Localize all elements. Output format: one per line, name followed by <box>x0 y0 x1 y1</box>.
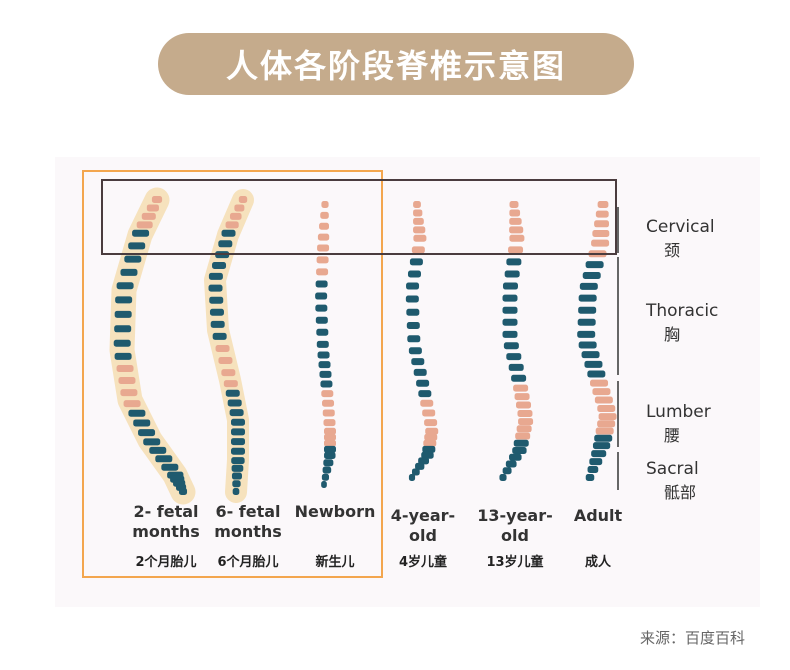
stage-zh-adult: 成人 <box>553 551 643 570</box>
region-thoracic-en: Thoracic <box>646 299 718 323</box>
vertebra <box>517 425 532 432</box>
vertebra <box>597 405 615 412</box>
vertebra <box>408 270 421 277</box>
stage-label-2-fetal-months: 2- fetal months <box>121 502 211 542</box>
vertebra <box>503 295 518 302</box>
vertebra <box>589 458 602 465</box>
region-cervical-en: Cervical <box>646 215 715 239</box>
vertebra <box>424 419 437 426</box>
vertebra <box>503 467 512 474</box>
vertebra <box>409 474 415 481</box>
vertebra <box>406 295 419 302</box>
vertebra <box>503 319 518 326</box>
stage-zh-4-year-old: 4岁儿童 <box>378 551 468 570</box>
vertebra <box>516 402 531 409</box>
vertebra <box>418 390 431 397</box>
vertebra <box>506 258 521 265</box>
vertebra <box>506 460 517 467</box>
region-sacral-zh: 骶部 <box>646 481 699 505</box>
lumber-brace <box>617 381 619 447</box>
vertebra <box>509 454 522 461</box>
vertebra <box>409 347 422 354</box>
vertebra <box>406 283 419 290</box>
vertebra <box>423 440 436 447</box>
vertebra <box>597 420 615 427</box>
vertebra <box>505 270 520 277</box>
vertebra <box>596 428 614 435</box>
stage-zh-2-fetal-months: 2个月胎儿 <box>121 551 211 570</box>
vertebra <box>513 385 528 392</box>
stage-zh-13-year-old: 13岁儿童 <box>470 551 560 570</box>
vertebra <box>584 361 602 368</box>
vertebra <box>517 410 532 417</box>
vertebra <box>406 309 419 316</box>
vertebra <box>599 413 617 420</box>
vertebra <box>425 428 438 435</box>
vertebra <box>411 358 424 365</box>
stage-label-4-year-old: 4-year- old <box>378 506 468 546</box>
stage-label-13-year-old: 13-year- old <box>470 506 560 546</box>
vertebra <box>578 319 596 326</box>
region-cervical: Cervical 颈 <box>646 215 715 263</box>
vertebra <box>592 388 610 395</box>
vertebra <box>586 474 595 481</box>
vertebra <box>593 442 610 449</box>
sacral-brace <box>617 452 619 490</box>
vertebra <box>422 446 435 453</box>
vertebra <box>580 283 598 290</box>
vertebra <box>586 261 604 268</box>
vertebra <box>591 450 606 457</box>
region-lumber-en: Lumber <box>646 400 711 424</box>
vertebra <box>407 322 420 329</box>
source-caption: 来源：百度百科 <box>640 627 745 648</box>
thoracic-brace <box>617 257 619 375</box>
region-cervical-zh: 颈 <box>646 239 715 263</box>
region-lumber: Lumber 腰 <box>646 400 711 448</box>
vertebra <box>515 393 530 400</box>
vertebra <box>410 258 423 265</box>
vertebra <box>515 433 530 440</box>
region-thoracic: Thoracic 胸 <box>646 299 718 347</box>
vertebra <box>514 440 529 447</box>
region-sacral-en: Sacral <box>646 457 699 481</box>
vertebra <box>407 335 420 342</box>
vertebra <box>420 400 433 407</box>
vertebra <box>590 380 608 387</box>
stage-zh-newborn: 新生儿 <box>290 551 380 570</box>
vertebra <box>504 342 519 349</box>
vertebra <box>503 331 518 338</box>
vertebra <box>512 447 526 454</box>
vertebra <box>588 466 599 473</box>
vertebra <box>509 364 524 371</box>
vertebra <box>499 474 506 481</box>
vertebra <box>511 375 526 382</box>
vertebra <box>583 272 601 279</box>
vertebra <box>503 283 518 290</box>
vertebra <box>518 418 533 425</box>
vertebra <box>595 397 613 404</box>
stage-label-adult: Adult <box>553 506 643 526</box>
stage-label-newborn: Newborn <box>290 502 380 522</box>
vertebra <box>579 342 597 349</box>
vertebra <box>578 307 596 314</box>
vertebra <box>582 351 600 358</box>
region-sacral: Sacral 骶部 <box>646 457 699 505</box>
cervical-brace <box>617 207 619 253</box>
vertebra <box>506 353 521 360</box>
region-thoracic-zh: 胸 <box>646 323 718 347</box>
region-lumber-zh: 腰 <box>646 424 711 448</box>
vertebra <box>579 295 597 302</box>
stage-zh-6-fetal-months: 6个月胎儿 <box>203 551 293 570</box>
vertebra <box>416 380 429 387</box>
stage-label-6-fetal-months: 6- fetal months <box>203 502 293 542</box>
vertebra <box>503 307 518 314</box>
vertebra <box>587 370 605 377</box>
cervical-region-highlight-box <box>101 179 617 255</box>
vertebra <box>422 409 435 416</box>
vertebra <box>577 331 595 338</box>
vertebra <box>424 434 437 441</box>
vertebra <box>594 435 612 442</box>
vertebra <box>414 369 427 376</box>
